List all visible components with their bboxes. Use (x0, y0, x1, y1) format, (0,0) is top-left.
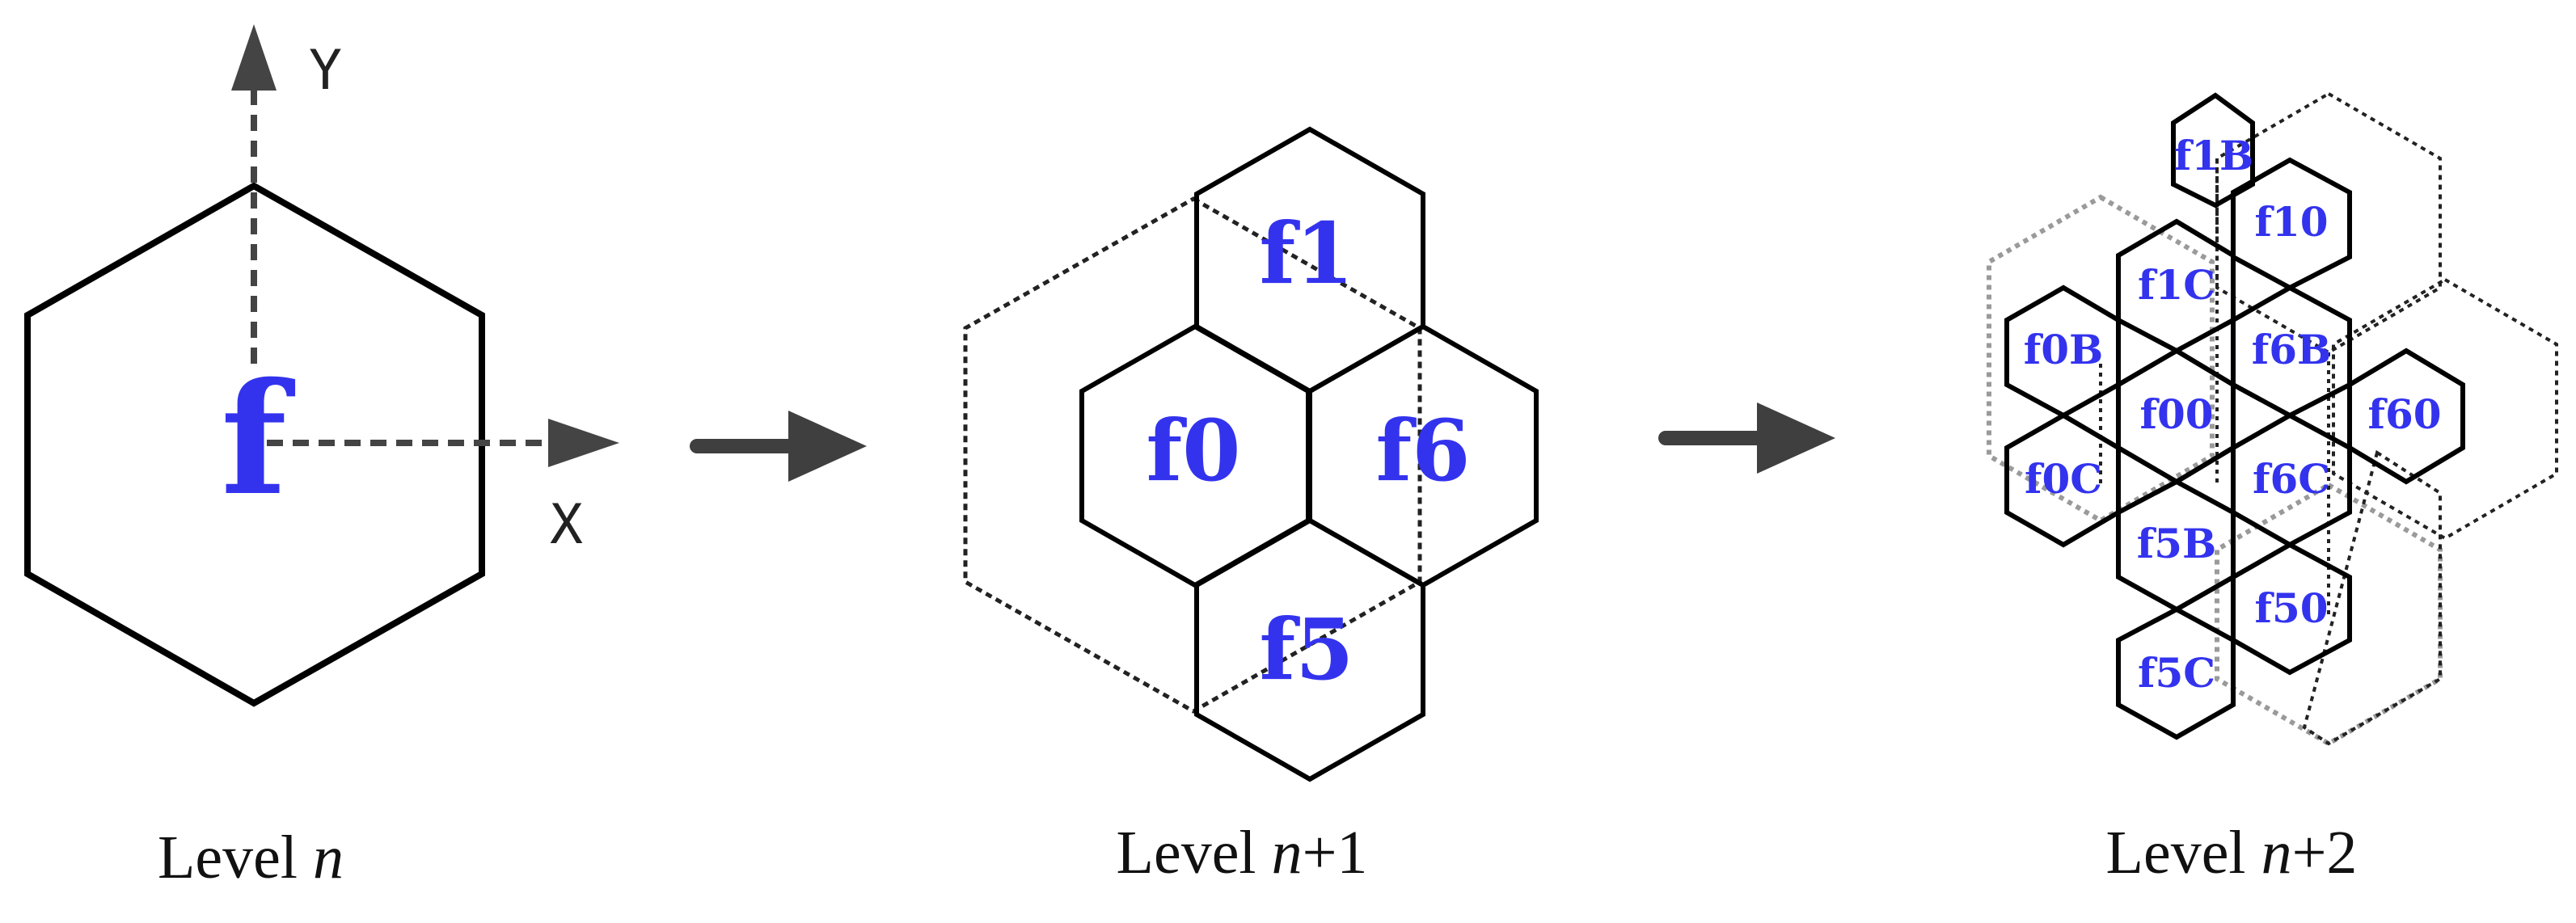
cell-label-f1C: f1C (2138, 261, 2215, 309)
level-n2-panel: f1B f10 f1C f0B f6B f00 f60 f0C f6C f5B … (1987, 91, 2558, 887)
cell-label-f5: f5 (1259, 600, 1353, 699)
level-n-panel: Y X f Level n (24, 24, 619, 891)
cell-label-f60: f60 (2367, 390, 2441, 438)
cell-label-f6B: f6B (2252, 326, 2332, 373)
cell-label-f0: f0 (1146, 401, 1240, 500)
y-axis-arrowhead (231, 24, 277, 91)
ghost-hex-f1 (2215, 91, 2442, 355)
caption-variable: n (1272, 819, 1303, 887)
cell-label-f00: f00 (2139, 390, 2213, 438)
level-n-caption: Level n (158, 824, 344, 891)
cell-label: f (221, 349, 295, 529)
cell-label-f50: f50 (2254, 584, 2328, 632)
ghost-hex-f50 (2302, 449, 2442, 746)
x-axis-label: X (550, 493, 583, 557)
cell-label-f0C: f0C (2025, 455, 2102, 503)
cell-hex-f1B (2171, 92, 2255, 209)
caption-suffix: +2 (2292, 819, 2358, 887)
caption-prefix: Level (158, 824, 313, 891)
cell-hex-f50 (2231, 542, 2352, 676)
cell-label-f6: f6 (1375, 401, 1470, 500)
cell-label-f0B: f0B (2024, 326, 2104, 373)
cell-label-f1: f1 (1259, 204, 1353, 303)
caption-variable: n (2261, 819, 2292, 887)
y-axis-label: Y (309, 39, 342, 103)
level-n1-caption: Level n+1 (1117, 819, 1368, 887)
cell-hex-f60 (2347, 348, 2465, 485)
ghost-hex-f5 (2215, 482, 2443, 747)
cell-label-f10: f10 (2254, 198, 2328, 246)
x-axis-arrowhead (548, 419, 619, 467)
ghost-hex-f6 (2332, 277, 2558, 541)
level-n-hexagon (24, 182, 485, 707)
level-n2-caption: Level n+2 (2106, 819, 2358, 887)
cell-label-f5C: f5C (2138, 649, 2215, 697)
cell-label-f1B: f1B (2174, 132, 2254, 179)
cell-hex-f5 (1194, 517, 1425, 782)
cell-label-f6C: f6C (2253, 455, 2330, 503)
transition-arrow-2 (1658, 402, 1835, 474)
cell-hex-f5C (2116, 606, 2236, 740)
level-n1-panel: f1 f0 f6 f5 Level n+1 (963, 126, 1539, 887)
caption-variable: n (313, 824, 344, 891)
caption-suffix: +1 (1303, 819, 1368, 887)
cell-hex-f0C (2004, 412, 2121, 548)
ghost-hex-f0 (1987, 194, 2215, 524)
transition-arrow-1 (690, 411, 867, 482)
caption-prefix: Level (1117, 819, 1272, 887)
caption-prefix: Level (2106, 819, 2261, 887)
cell-label-f5B: f5B (2137, 520, 2217, 567)
